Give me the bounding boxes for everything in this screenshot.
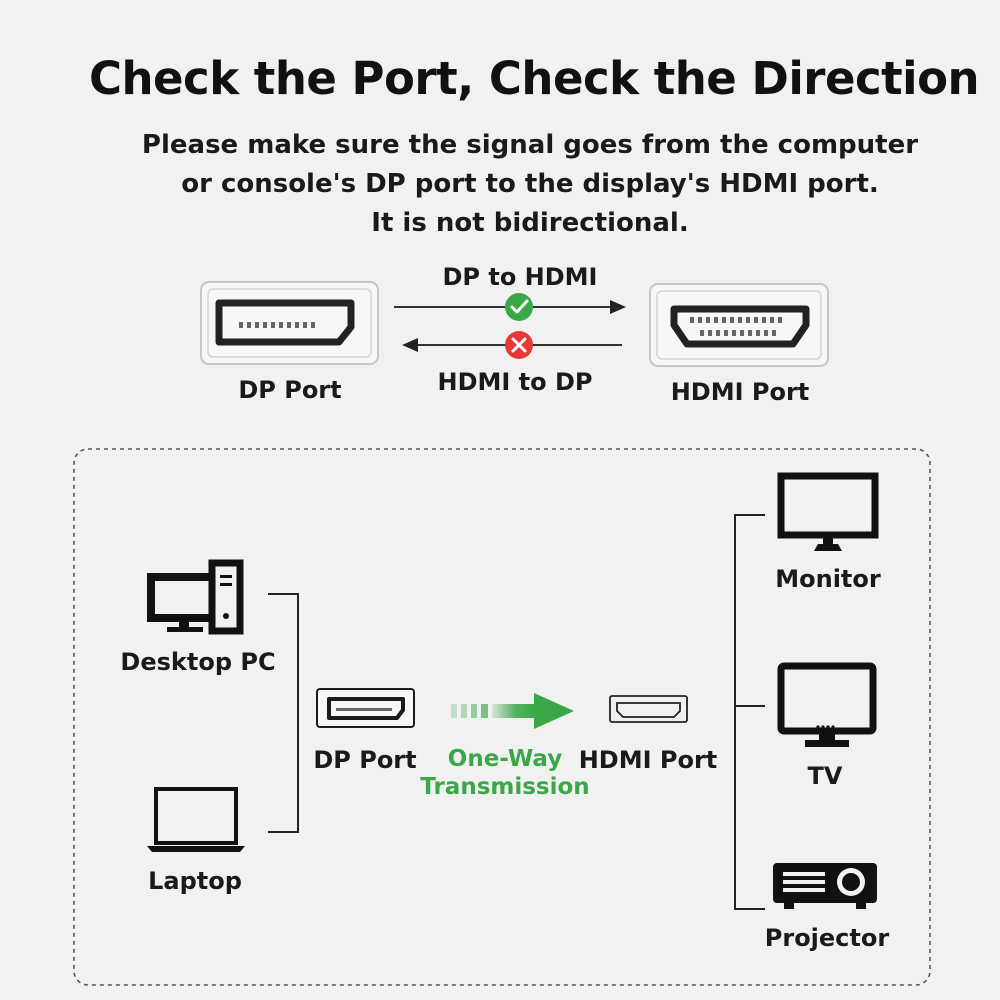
forward-label: DP to HDMI <box>442 263 598 291</box>
laptop-icon <box>147 787 245 852</box>
tv-icon <box>777 662 877 747</box>
forward-arrow <box>394 300 626 314</box>
one-way-arrow <box>451 693 574 729</box>
page-title: Check the Port, Check the Direction <box>88 52 980 105</box>
source-laptop-label: Laptop <box>148 867 242 895</box>
hdmi-port-label: HDMI Port <box>670 378 810 406</box>
desktop-pc-icon <box>147 559 244 635</box>
subtitle-line-2: or console's DP port to the display's HD… <box>181 169 879 199</box>
source-desktop-label: Desktop PC <box>120 648 276 676</box>
flow-dp-port-label: DP Port <box>313 746 417 774</box>
page-subtitle: Please make sure the signal goes from th… <box>0 126 1000 243</box>
display-monitor-label: Monitor <box>775 565 881 593</box>
transmission-line-1: One-Way <box>447 746 563 772</box>
subtitle-line-1: Please make sure the signal goes from th… <box>141 130 919 160</box>
dp-connector-icon <box>215 299 355 346</box>
flow-hdmi-port-label: HDMI Port <box>578 746 718 774</box>
one-way-transmission-label: One-Way Transmission <box>405 745 605 801</box>
reverse-label: HDMI to DP <box>437 368 593 396</box>
monitor-icon <box>777 472 879 551</box>
flow-hdmi-connector-icon <box>609 695 688 723</box>
hdmi-connector-icon <box>670 305 810 348</box>
display-tv-label: TV <box>807 762 843 790</box>
subtitle-line-3: It is not bidirectional. <box>371 208 689 238</box>
flow-dp-connector-icon <box>316 688 415 728</box>
flow-frame <box>73 448 931 986</box>
check-circle-icon <box>505 293 533 321</box>
x-circle-icon <box>505 331 533 359</box>
displays-bracket <box>734 514 765 910</box>
dp-port-box <box>200 281 379 365</box>
transmission-line-2: Transmission <box>420 774 590 800</box>
hdmi-port-box <box>649 283 829 367</box>
sources-bracket <box>268 593 299 833</box>
projector-icon <box>773 863 877 909</box>
display-projector-label: Projector <box>764 924 890 952</box>
dp-port-label: DP Port <box>238 376 342 404</box>
